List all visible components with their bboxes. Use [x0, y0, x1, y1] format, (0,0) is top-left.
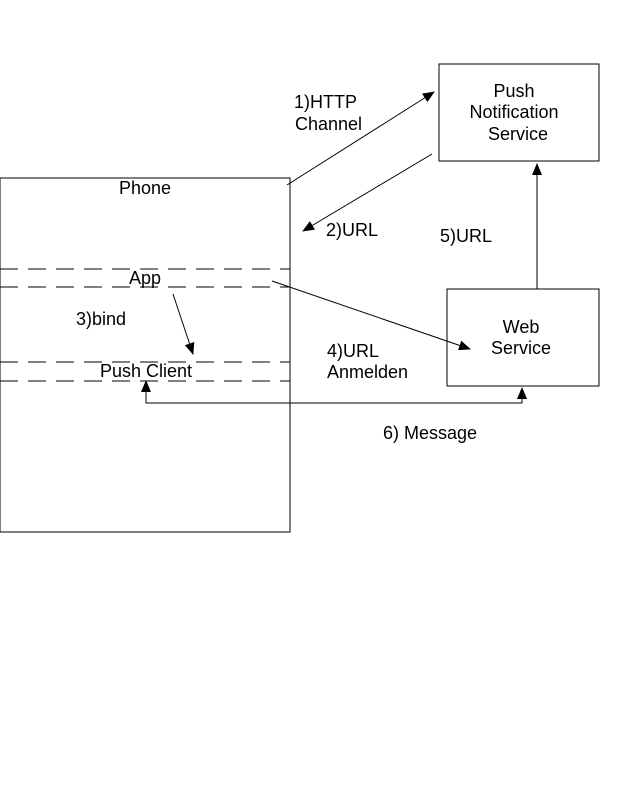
url-return-label: 2)URL: [326, 220, 378, 240]
url-forward-label: 5)URL: [440, 226, 492, 246]
message-label: 6) Message: [383, 423, 477, 443]
http-channel-label-line-1: 1)HTTP: [294, 92, 357, 112]
push-client-label: Push Client: [100, 361, 192, 381]
web-service-box: [446, 288, 600, 387]
phone-label: Phone: [119, 178, 171, 198]
bind-arrow: [172, 293, 195, 355]
push-notification-service-box: [438, 63, 600, 162]
http-channel-label-line-2: Channel: [295, 114, 362, 134]
push-service-label-line-2: Notification: [469, 102, 558, 122]
bind-label: 3)bind: [76, 309, 126, 329]
message-arrowhead-push-client: [141, 380, 151, 392]
web-service-label-line-1: Web: [503, 317, 540, 337]
message-arrowhead-web-service: [517, 387, 527, 399]
web-service-label-line-2: Service: [491, 338, 551, 358]
push-service-label-line-1: Push: [493, 81, 534, 101]
http-channel-arrow: [286, 91, 435, 186]
url-anmelden-label-line-2: Anmelden: [327, 362, 408, 382]
push-service-label-line-3: Service: [488, 124, 548, 144]
url-anmelden-arrow: [271, 280, 471, 351]
url-anmelden-label-line-1: 4)URL: [327, 341, 379, 361]
phone-box: [0, 177, 291, 533]
url-return-arrow: [302, 153, 433, 232]
app-label: App: [129, 268, 161, 288]
